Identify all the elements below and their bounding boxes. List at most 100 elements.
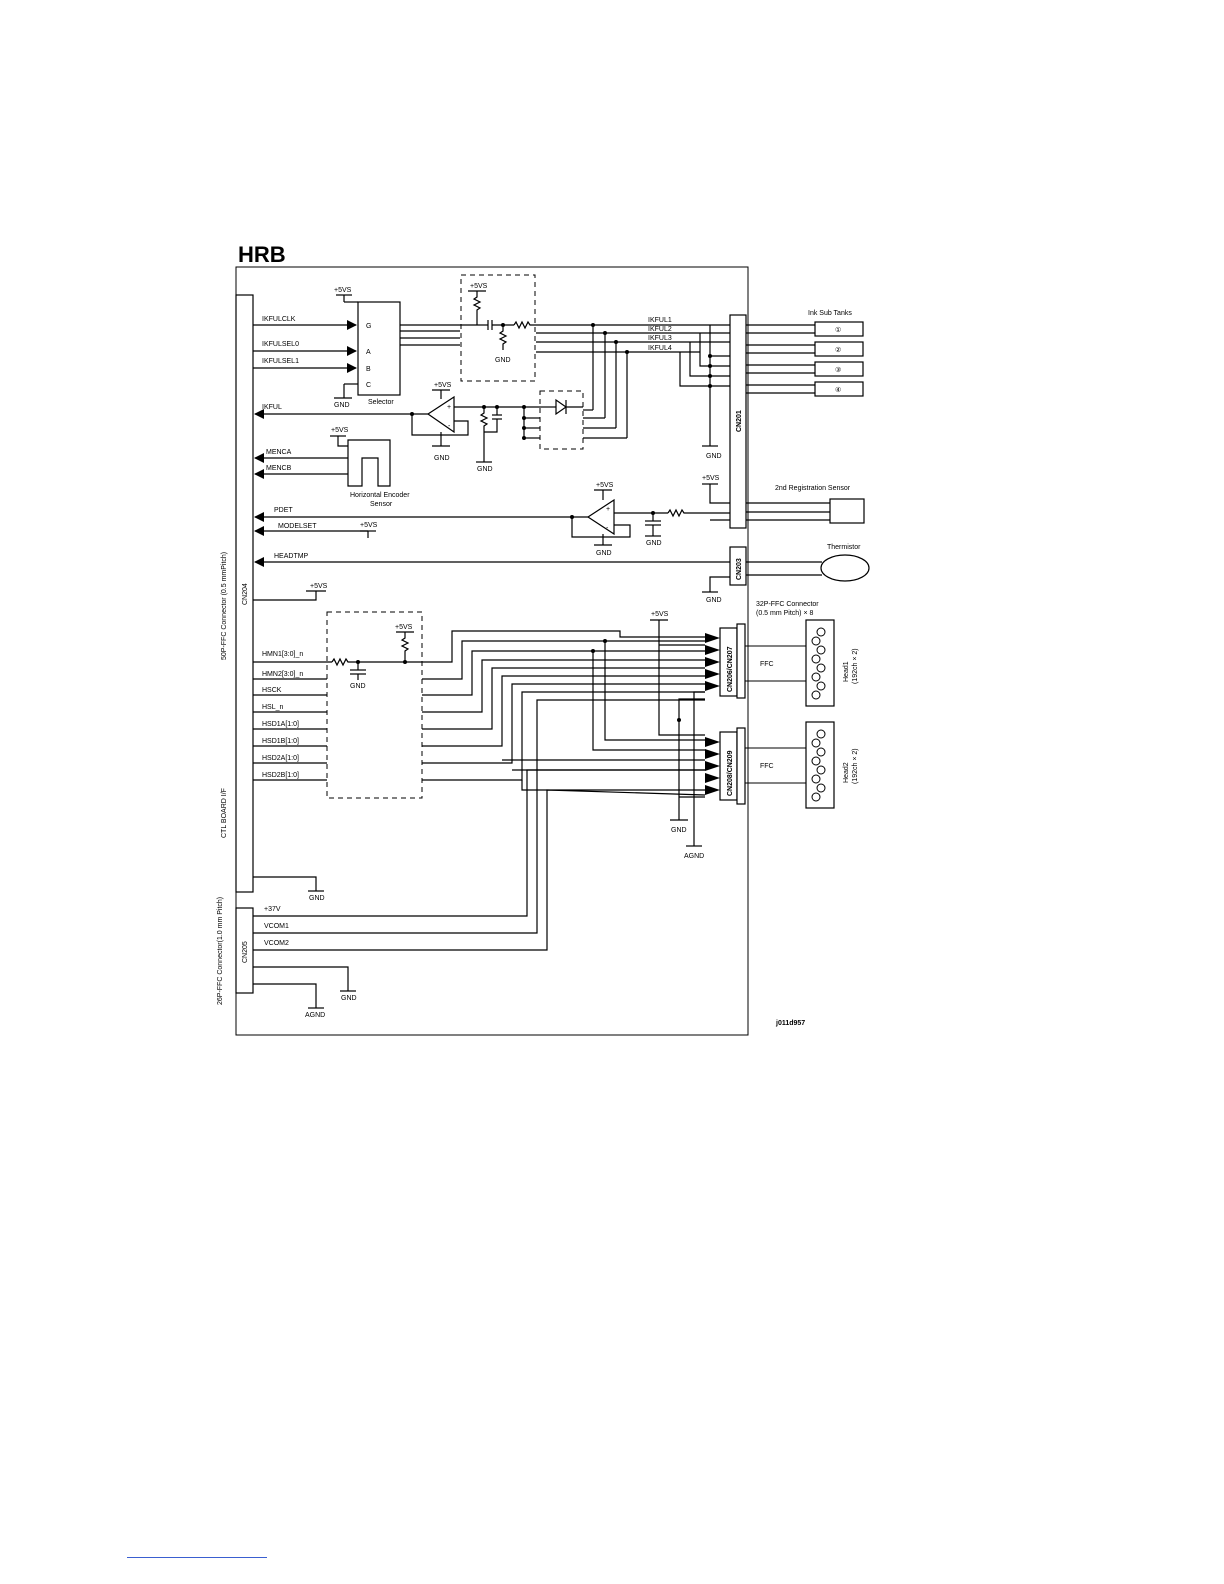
thermistor-body: [820, 554, 870, 582]
ctl-board-label: CTL BOARD I/F: [221, 788, 228, 838]
ink-sub-tanks-label: Ink Sub Tanks: [808, 310, 852, 317]
comp1b-gnd-label: GND: [477, 466, 493, 473]
head-drv-gnd-label: GND: [350, 683, 366, 690]
comp1-gnd-label: GND: [434, 455, 450, 462]
cn201-vcc-label: +5VS: [702, 475, 720, 482]
figure-id: j011d957: [775, 1020, 805, 1027]
sig-ikfulsel1: IKFULSEL1: [262, 358, 299, 365]
ffc50-desc: 50P-FFC Connector (0.5 mmPitch): [221, 552, 228, 660]
head1-body: [805, 619, 835, 707]
head-drive-dashed-block: [326, 611, 423, 799]
comp2-vcc-label: +5VS: [596, 482, 614, 489]
cn205-label: CN205: [242, 941, 249, 963]
cn208-label: CN208/CN209: [727, 750, 734, 796]
cn206-label: CN206/CN207: [727, 646, 734, 692]
ink-tank-1: [814, 321, 864, 337]
sig-hsd1a: HSD1A[1:0]: [262, 721, 299, 728]
cn201-label: CN201: [736, 410, 743, 432]
diagram-title: HRB: [238, 242, 286, 267]
ffc-cable-2: [744, 747, 807, 784]
ink-tank-2-label: ②: [835, 346, 841, 354]
ffc-label-1: FFC: [760, 661, 774, 668]
svg-text:+: +: [447, 404, 451, 411]
sig-ikfulsel0: IKFULSEL0: [262, 341, 299, 348]
sig-hmn1: HMN1[3:0]_n: [262, 651, 303, 658]
sig-hsd1b: HSD1B[1:0]: [262, 738, 299, 745]
diode-dashed-block: [539, 390, 584, 450]
ffc32-label-2: (0.5 mm Pitch) × 8: [756, 610, 813, 617]
svg-text:+: +: [606, 506, 610, 513]
sig-ikful4: IKFUL4: [648, 345, 672, 352]
ink-tank-3: [814, 361, 864, 377]
footer-rule: [127, 1557, 267, 1558]
cn204-label: CN204: [242, 583, 249, 605]
sig-ikfulclk: IKFULCLK: [262, 316, 296, 323]
ffc26-desc: 26P-FFC Connector(1.0 mm Pitch): [217, 897, 224, 1005]
head-gnd-label: GND: [671, 827, 687, 834]
comp1-vcc-label: +5VS: [434, 382, 452, 389]
svg-text:-: -: [606, 525, 609, 532]
svg-text:-: -: [448, 423, 451, 430]
sig-modelset: MODELSET: [278, 523, 317, 530]
ffc-label-2: FFC: [760, 763, 774, 770]
ffc-cable-1: [744, 645, 807, 682]
selector-pin-a: A: [366, 349, 371, 356]
head2-sub-label: (192ch × 2): [852, 748, 859, 784]
sig-hsd2b: HSD2B[1:0]: [262, 772, 299, 779]
reg-sensor-body: [829, 498, 865, 524]
driver-group-2: [705, 737, 720, 795]
encoder-label-1: Horizontal Encoder: [350, 492, 410, 499]
head-agnd-label: AGND: [684, 853, 704, 860]
cn204-connector: [235, 294, 254, 893]
cn204-vcc-label: +5VS: [310, 583, 328, 590]
sig-hmn2: HMN2[3:0]_n: [262, 671, 303, 678]
ink-tank-3-label: ③: [835, 366, 841, 374]
head1-sub-label: (192ch × 2): [852, 648, 859, 684]
sense-dashed-block: [460, 274, 536, 382]
ink-tank-4: [814, 381, 864, 397]
sig-mencb: MENCB: [266, 465, 292, 472]
comp2-gnd-label: GND: [596, 550, 612, 557]
sig-pdet: PDET: [274, 507, 293, 514]
sig-hsck: HSCK: [262, 687, 282, 694]
cn203-gnd-label: GND: [706, 597, 722, 604]
sig-vcom1: VCOM1: [264, 923, 289, 930]
comp2b-gnd-label: GND: [646, 540, 662, 547]
cn205-gnd-label: GND: [341, 995, 357, 1002]
head2-label: Head2: [843, 762, 850, 783]
head-drv-vcc-label: +5VS: [395, 624, 413, 631]
sig-37v: +37V: [264, 906, 281, 913]
sig-hsl: HSL_n: [262, 704, 284, 711]
sig-menca: MENCA: [266, 449, 292, 456]
ink-tank-1-label: ①: [835, 326, 841, 334]
sig-ikful1: IKFUL1: [648, 317, 672, 324]
cn201-gnd-label: GND: [706, 453, 722, 460]
cn201-connector: [729, 314, 747, 529]
thermistor-label: Thermistor: [827, 544, 861, 551]
selector-pin-g: G: [366, 323, 371, 330]
osc-gnd-label: GND: [495, 357, 511, 364]
cn205-agnd-label: AGND: [305, 1012, 325, 1019]
cn203-label: CN203: [736, 558, 743, 580]
reg-sensor-label: 2nd Registration Sensor: [775, 485, 851, 492]
selector-gnd-label: GND: [334, 402, 350, 409]
selector-label: Selector: [368, 399, 394, 406]
sig-ikful: IKFUL: [262, 404, 282, 411]
ink-tank-4-label: ④: [835, 386, 841, 394]
osc-vcc-label: +5VS: [470, 283, 488, 290]
selector-pin-b: B: [366, 366, 371, 373]
encoder-label-2: Sensor: [370, 501, 393, 508]
head1-nozzles: [811, 627, 826, 700]
head2-nozzles: [811, 729, 826, 802]
selector-vcc-label: +5VS: [334, 287, 352, 294]
sig-headtmp: HEADTMP: [274, 553, 309, 560]
head2-body: [805, 721, 835, 809]
head1-label: Head1: [843, 661, 850, 682]
ffc32-label-1: 32P-FFC Connector: [756, 601, 819, 608]
selector-chip: [357, 301, 401, 396]
head-vcc-label: +5VS: [651, 611, 669, 618]
driver-group-1: [705, 633, 720, 691]
modelset-vcc-label: +5VS: [360, 522, 378, 529]
ink-tank-2: [814, 341, 864, 357]
